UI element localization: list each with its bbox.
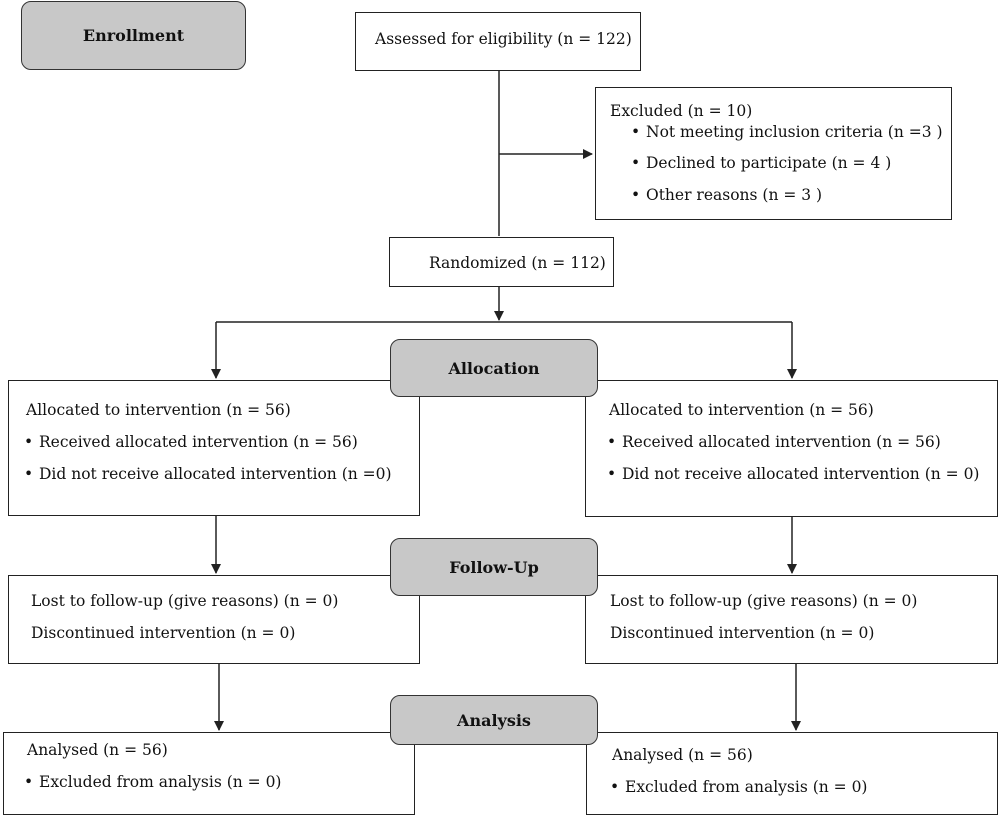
stage-followup: Follow-Up (390, 538, 598, 596)
assessed-box: Assessed for eligibility (n = 122) (355, 12, 641, 71)
randomized-text: Randomized (n = 112) (429, 254, 606, 272)
stage-analysis: Analysis (390, 695, 598, 745)
analysis-right-box: Analysed (n = 56) Excluded from analysis… (586, 732, 998, 815)
analysis-right-item: Excluded from analysis (n = 0) (610, 778, 868, 796)
followup-left-line: Lost to follow-up (give reasons) (n = 0) (31, 592, 339, 610)
assessed-text: Assessed for eligibility (n = 122) (375, 30, 632, 48)
stage-enrollment: Enrollment (21, 1, 246, 70)
allocation-right-title: Allocated to intervention (n = 56) (609, 401, 874, 419)
allocation-left-box: Allocated to intervention (n = 56) Recei… (8, 380, 420, 516)
excluded-title: Excluded (n = 10) (610, 102, 753, 120)
stage-enrollment-label: Enrollment (82, 26, 185, 45)
excluded-item: Declined to participate (n = 4 ) (631, 154, 891, 172)
allocation-left-title: Allocated to intervention (n = 56) (26, 401, 291, 419)
analysis-right-title: Analysed (n = 56) (612, 746, 753, 764)
analysis-left-item: Excluded from analysis (n = 0) (24, 773, 282, 791)
allocation-right-box: Allocated to intervention (n = 56) Recei… (585, 380, 998, 517)
excluded-box: Excluded (n = 10) Not meeting inclusion … (595, 87, 952, 220)
randomized-box: Randomized (n = 112) (389, 237, 614, 287)
followup-left-line: Discontinued intervention (n = 0) (31, 624, 296, 642)
followup-right-line: Discontinued intervention (n = 0) (610, 624, 875, 642)
followup-left-box: Lost to follow-up (give reasons) (n = 0)… (8, 575, 420, 664)
allocation-right-item: Received allocated intervention (n = 56) (607, 433, 941, 451)
allocation-right-item: Did not receive allocated intervention (… (607, 465, 980, 483)
followup-right-box: Lost to follow-up (give reasons) (n = 0)… (585, 575, 998, 664)
followup-right-line: Lost to follow-up (give reasons) (n = 0) (610, 592, 918, 610)
stage-followup-label: Follow-Up (449, 557, 539, 577)
stage-allocation: Allocation (390, 339, 598, 397)
excluded-item: Other reasons (n = 3 ) (631, 186, 822, 204)
analysis-left-box: Analysed (n = 56) Excluded from analysis… (3, 732, 415, 815)
allocation-left-item: Did not receive allocated intervention (… (24, 465, 392, 483)
allocation-left-item: Received allocated intervention (n = 56) (24, 433, 358, 451)
excluded-item: Not meeting inclusion criteria (n =3 ) (631, 123, 943, 141)
stage-analysis-label: Analysis (457, 710, 531, 730)
analysis-left-title: Analysed (n = 56) (27, 741, 168, 759)
stage-allocation-label: Allocation (448, 358, 540, 378)
